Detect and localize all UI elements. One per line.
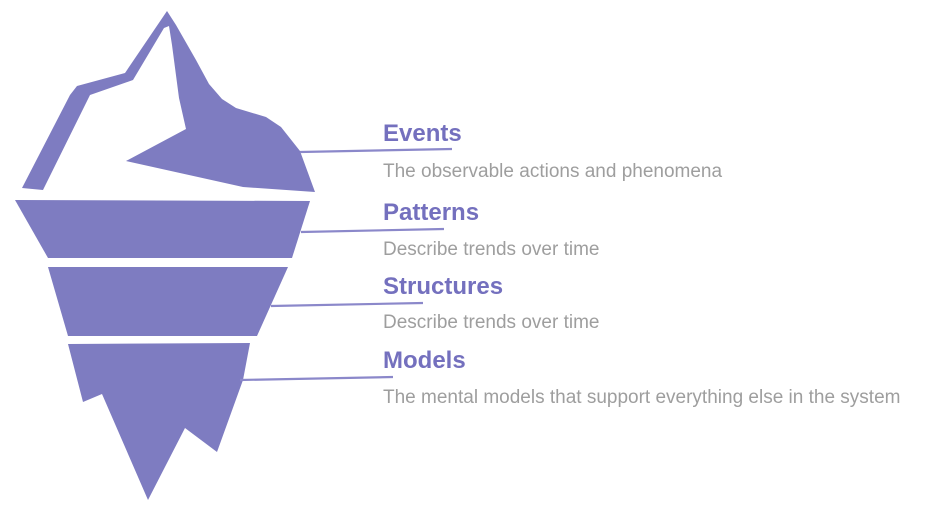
iceberg-section-patterns <box>15 200 310 258</box>
connector-line-models <box>239 375 394 382</box>
section-desc-events: The observable actions and phenomena <box>383 161 723 182</box>
iceberg-section-events <box>22 11 315 192</box>
iceberg-section-models <box>68 343 250 500</box>
section-desc-structures: Describe trends over time <box>383 312 600 333</box>
section-title-events: Events <box>383 120 462 147</box>
iceberg-section-structures <box>48 267 288 336</box>
section-desc-patterns: Describe trends over time <box>383 239 600 260</box>
connector-line-patterns <box>300 227 445 234</box>
section-desc-models: The mental models that support everythin… <box>383 387 901 408</box>
connector-line-events <box>299 147 453 154</box>
section-title-structures: Structures <box>383 273 504 300</box>
section-title-patterns: Patterns <box>383 199 480 226</box>
section-title-models: Models <box>383 347 466 374</box>
connector-line-structures <box>270 301 424 308</box>
